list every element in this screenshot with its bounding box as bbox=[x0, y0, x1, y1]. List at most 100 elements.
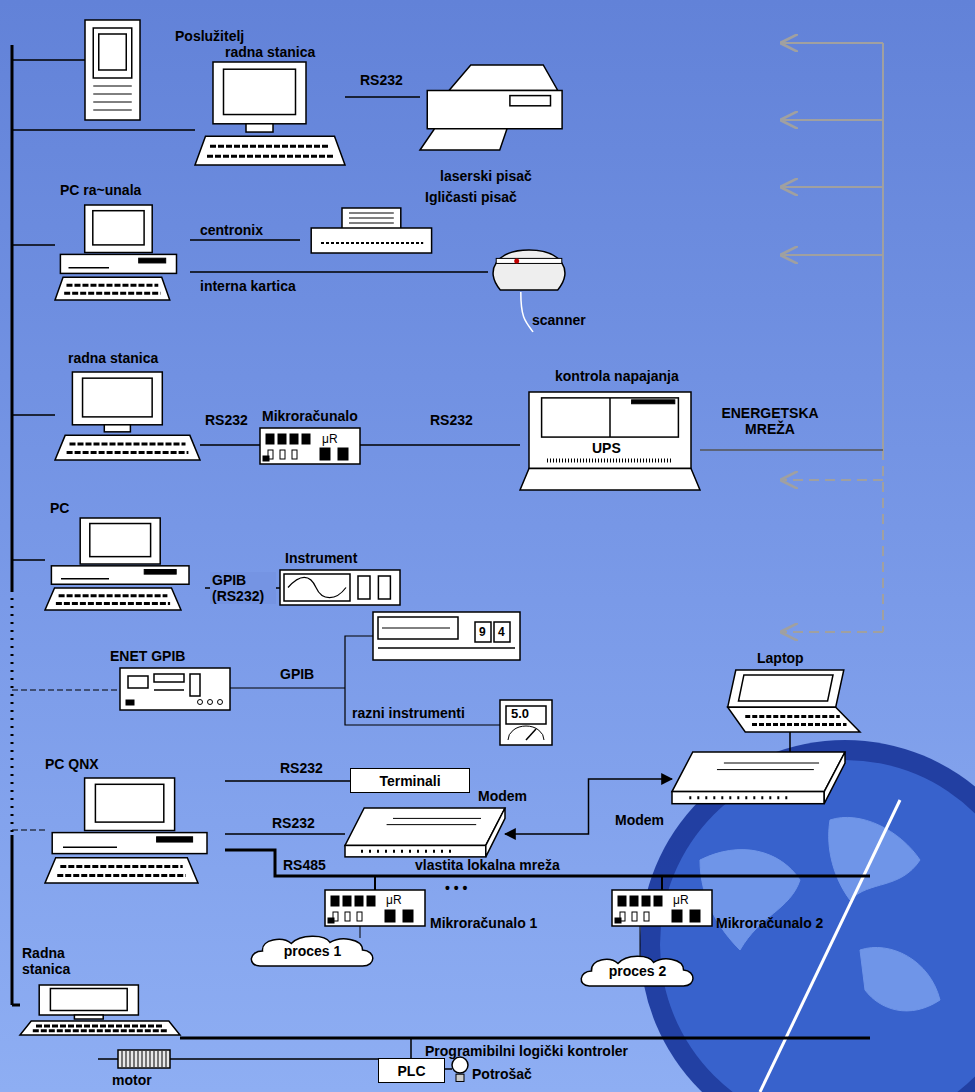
workstation-icon bbox=[210, 145, 330, 148]
power-grid-line bbox=[782, 186, 883, 188]
microcomputer-icon bbox=[292, 450, 297, 459]
enet-gpib-icon bbox=[190, 674, 200, 696]
pc-icon bbox=[69, 267, 110, 269]
network-bus bbox=[12, 829, 45, 830]
workstation: Radna stanica bbox=[20, 985, 180, 1035]
process-link bbox=[360, 926, 361, 938]
plc-bus bbox=[410, 1038, 412, 1058]
device-label: Igličasti pisač bbox=[425, 189, 517, 205]
motor-icon bbox=[118, 1050, 170, 1068]
device-label: Modem bbox=[478, 788, 527, 804]
laptop: Laptop bbox=[725, 670, 860, 732]
enet-gpib-icon bbox=[218, 700, 223, 705]
microcomputer-icon bbox=[331, 896, 339, 906]
laser-printer-icon bbox=[510, 96, 551, 106]
enet-gpib-icon bbox=[128, 676, 148, 688]
workstation: radna stanica bbox=[195, 62, 345, 165]
dot-matrix-printer-icon bbox=[342, 208, 401, 231]
pc-icon bbox=[144, 570, 176, 575]
connector-line bbox=[360, 444, 520, 446]
dot-matrix-printer: Igličasti pisač bbox=[300, 208, 440, 258]
laptop-icon bbox=[728, 670, 844, 707]
modem: Modem bbox=[345, 808, 505, 860]
pc-icon bbox=[51, 566, 189, 584]
interface-label: GPIB (RS232) bbox=[210, 572, 276, 604]
enet-gpib-icon bbox=[154, 674, 184, 682]
display-digit: 4 bbox=[498, 624, 505, 640]
pc: PC ra~unala bbox=[55, 205, 190, 300]
workstation-icon bbox=[83, 378, 153, 417]
globe bbox=[860, 947, 940, 1010]
plc-box: PLC bbox=[378, 1058, 445, 1083]
motor-icon bbox=[146, 1051, 147, 1067]
globe bbox=[829, 817, 920, 900]
server-icon bbox=[93, 94, 132, 95]
device-label: scanner bbox=[532, 312, 586, 328]
network-bus bbox=[11, 45, 14, 590]
workstation-icon bbox=[213, 62, 306, 124]
device-label: PC ra~unala bbox=[60, 182, 141, 198]
laptop-icon bbox=[728, 707, 860, 732]
network-bus bbox=[12, 244, 55, 246]
connector-line bbox=[190, 271, 488, 273]
scanner-icon bbox=[521, 292, 533, 332]
rs485-bus bbox=[661, 876, 663, 890]
motor-icon bbox=[158, 1051, 159, 1067]
workstation-icon bbox=[33, 1029, 167, 1032]
enet-gpib-icon bbox=[154, 689, 184, 691]
display-value: 5.0 bbox=[511, 706, 529, 722]
device-label: proces 2 bbox=[609, 963, 667, 979]
workstation-icon bbox=[207, 155, 333, 158]
pc-icon bbox=[80, 518, 160, 564]
workstation-icon bbox=[20, 1021, 180, 1035]
modem-icon bbox=[387, 824, 477, 825]
device-label: Terminali bbox=[379, 773, 440, 789]
device-text: Mikroračunalo 2 bbox=[716, 915, 823, 931]
device-label: Modem bbox=[615, 812, 664, 828]
process-cloud: proces 1 bbox=[250, 935, 375, 967]
pc-icon bbox=[45, 588, 181, 610]
device-label: proces 1 bbox=[284, 943, 342, 959]
microcomputer-icon bbox=[266, 434, 274, 444]
pc-qnx-icon bbox=[85, 778, 175, 831]
motor-icon bbox=[166, 1051, 167, 1067]
device-label: PC bbox=[50, 500, 69, 516]
network-bus bbox=[12, 559, 45, 561]
pc-qnx-icon bbox=[60, 865, 182, 868]
enet-gpib-icon bbox=[198, 700, 203, 705]
network-bus bbox=[11, 590, 14, 835]
plc-bus bbox=[180, 1037, 870, 1040]
motor-icon bbox=[134, 1051, 135, 1067]
power-grid-label: ENERGETSKA MREŽA bbox=[705, 405, 835, 437]
modem-icon bbox=[672, 752, 845, 792]
instrument-panel bbox=[378, 617, 458, 639]
pc-icon bbox=[64, 292, 160, 295]
microcomputer-icon bbox=[618, 896, 626, 906]
bus-label: RS485 bbox=[283, 857, 326, 873]
microcomputer-icon bbox=[367, 896, 375, 906]
microcomputer-icon bbox=[260, 428, 360, 464]
ups-icon bbox=[547, 459, 673, 463]
motor-icon bbox=[154, 1051, 155, 1067]
motor-icon bbox=[150, 1051, 151, 1067]
power-grid-line bbox=[882, 43, 884, 450]
workstation-icon bbox=[50, 989, 127, 1011]
microcomputer-icon bbox=[355, 896, 363, 906]
network-bus bbox=[12, 414, 55, 416]
gpib-wire bbox=[230, 687, 345, 688]
microcomputer-icon bbox=[632, 912, 637, 921]
instrument-icon bbox=[284, 574, 350, 601]
device-text: UPS bbox=[592, 440, 621, 456]
modem-icon bbox=[824, 752, 845, 804]
pc-qnx-icon bbox=[157, 837, 193, 842]
connector-line bbox=[225, 833, 345, 835]
workstation-icon bbox=[36, 1024, 164, 1027]
cloud-shape bbox=[251, 936, 372, 966]
workstation-icon bbox=[55, 435, 200, 460]
pc-qnx-icon bbox=[95, 784, 163, 822]
microcomputer: MikroračunaloμR bbox=[260, 428, 360, 464]
device-label: ENET GPIB bbox=[110, 648, 185, 664]
laptop-icon bbox=[752, 723, 847, 726]
instrument-panel bbox=[382, 628, 450, 629]
workstation-icon bbox=[70, 442, 186, 445]
